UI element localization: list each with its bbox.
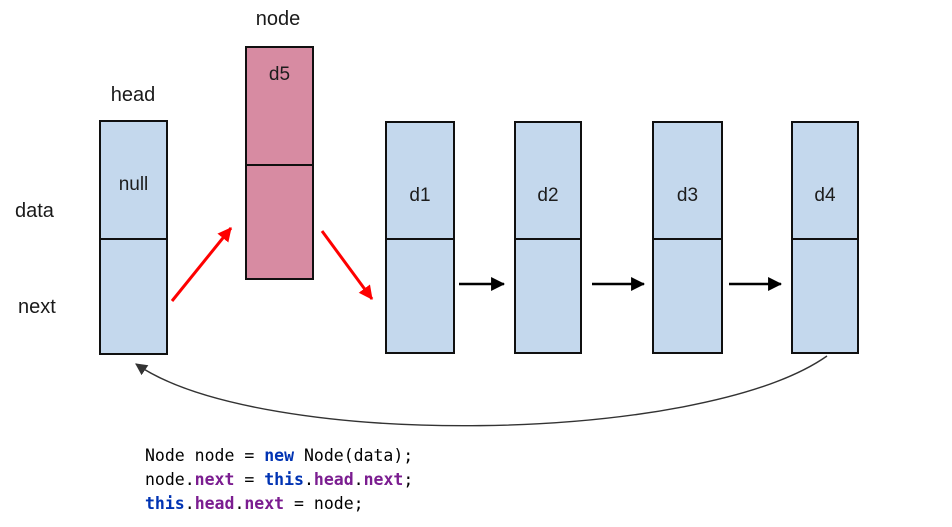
code-token-field: head [313,470,354,489]
code-token-field: next [363,470,404,489]
new-node-box: d5 [245,46,314,280]
d4-box-divider [792,238,858,240]
d3-data-value: d3 [676,185,699,206]
code-token-plain: = [234,470,265,489]
code-token-field: next [194,470,235,489]
code-token-plain: . [184,494,195,513]
list-node-box-d1: d1 [385,121,455,354]
code-token-keyword: this [264,470,304,489]
code-line: Node node = new Node(data); [145,444,413,468]
code-token-plain: . [353,470,364,489]
head-data-value: null [118,174,149,195]
code-token-plain: = node; [284,494,364,513]
list-node-box-d3: d3 [652,121,723,354]
code-token-keyword: this [145,494,185,513]
code-token-plain: node. [145,470,195,489]
list-node-box-d2: d2 [514,121,582,354]
code-line: node.next = this.head.next; [145,468,413,492]
head-next-to-new-node-arrow [170,227,233,302]
code-token-plain: Node node = [145,446,265,465]
code-token-field: head [194,494,235,513]
code-token-plain: ; [403,470,414,489]
code-token-keyword: new [264,446,295,465]
code-token-plain: . [234,494,245,513]
d4-back-to-head-curved-arrow [135,355,828,427]
d4-data-value: d4 [814,185,836,206]
d2-data-value: d2 [537,185,559,206]
data-row-label: data [15,200,54,222]
d2-box-divider [515,238,581,240]
new-node-next-to-d1-arrow [320,230,374,300]
head-node-box: null [99,120,168,355]
code-snippet: Node node = new Node(data);node.next = t… [145,444,413,516]
d1-data-value: d1 [409,185,431,206]
node-title-label: node [255,8,301,30]
code-token-plain: . [303,470,314,489]
new-node-data-value: d5 [268,64,291,85]
next-row-label: next [18,296,56,318]
code-line: this.head.next = node; [145,492,413,516]
new-node-box-divider [246,164,313,166]
head-box-divider [100,238,167,240]
d1-box-divider [386,238,454,240]
code-token-field: next [244,494,285,513]
head-title-label: head [110,84,156,106]
list-node-box-d4: d4 [791,121,859,354]
d3-box-divider [653,238,722,240]
code-token-plain: Node(data); [294,446,414,465]
